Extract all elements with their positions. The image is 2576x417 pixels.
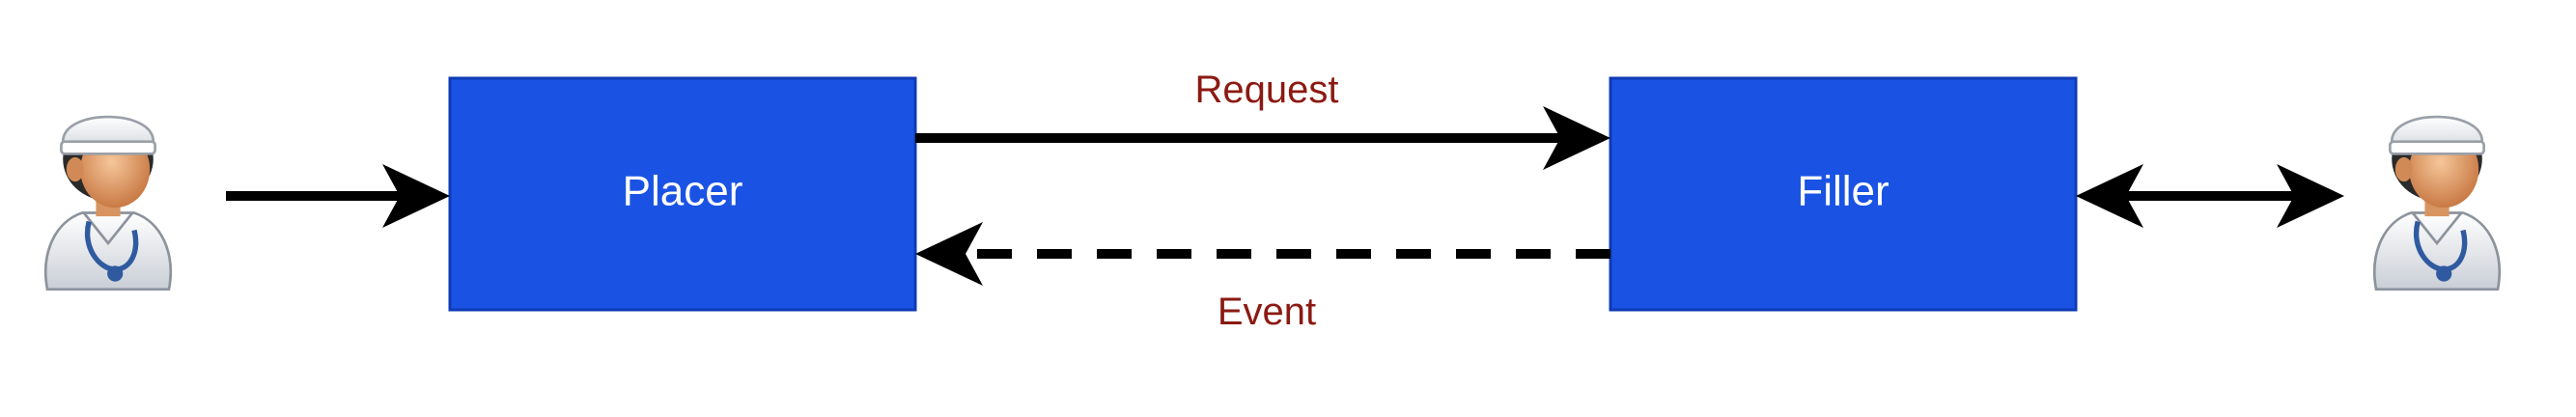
filler-box — [1609, 76, 2078, 312]
filler-actor-bidirectional-arrow — [2076, 164, 2344, 228]
event-label: Event — [1218, 291, 1316, 333]
request-label: Request — [1195, 69, 1339, 111]
request-arrow — [915, 106, 1610, 170]
actor-to-placer-arrow — [226, 164, 450, 228]
event-arrow — [915, 222, 1610, 286]
left-doctor-icon — [45, 117, 170, 290]
placer-label: Placer — [623, 168, 743, 215]
placer-box — [448, 76, 917, 312]
right-doctor-icon — [2374, 117, 2499, 290]
filler-label: Filler — [1797, 168, 1889, 215]
